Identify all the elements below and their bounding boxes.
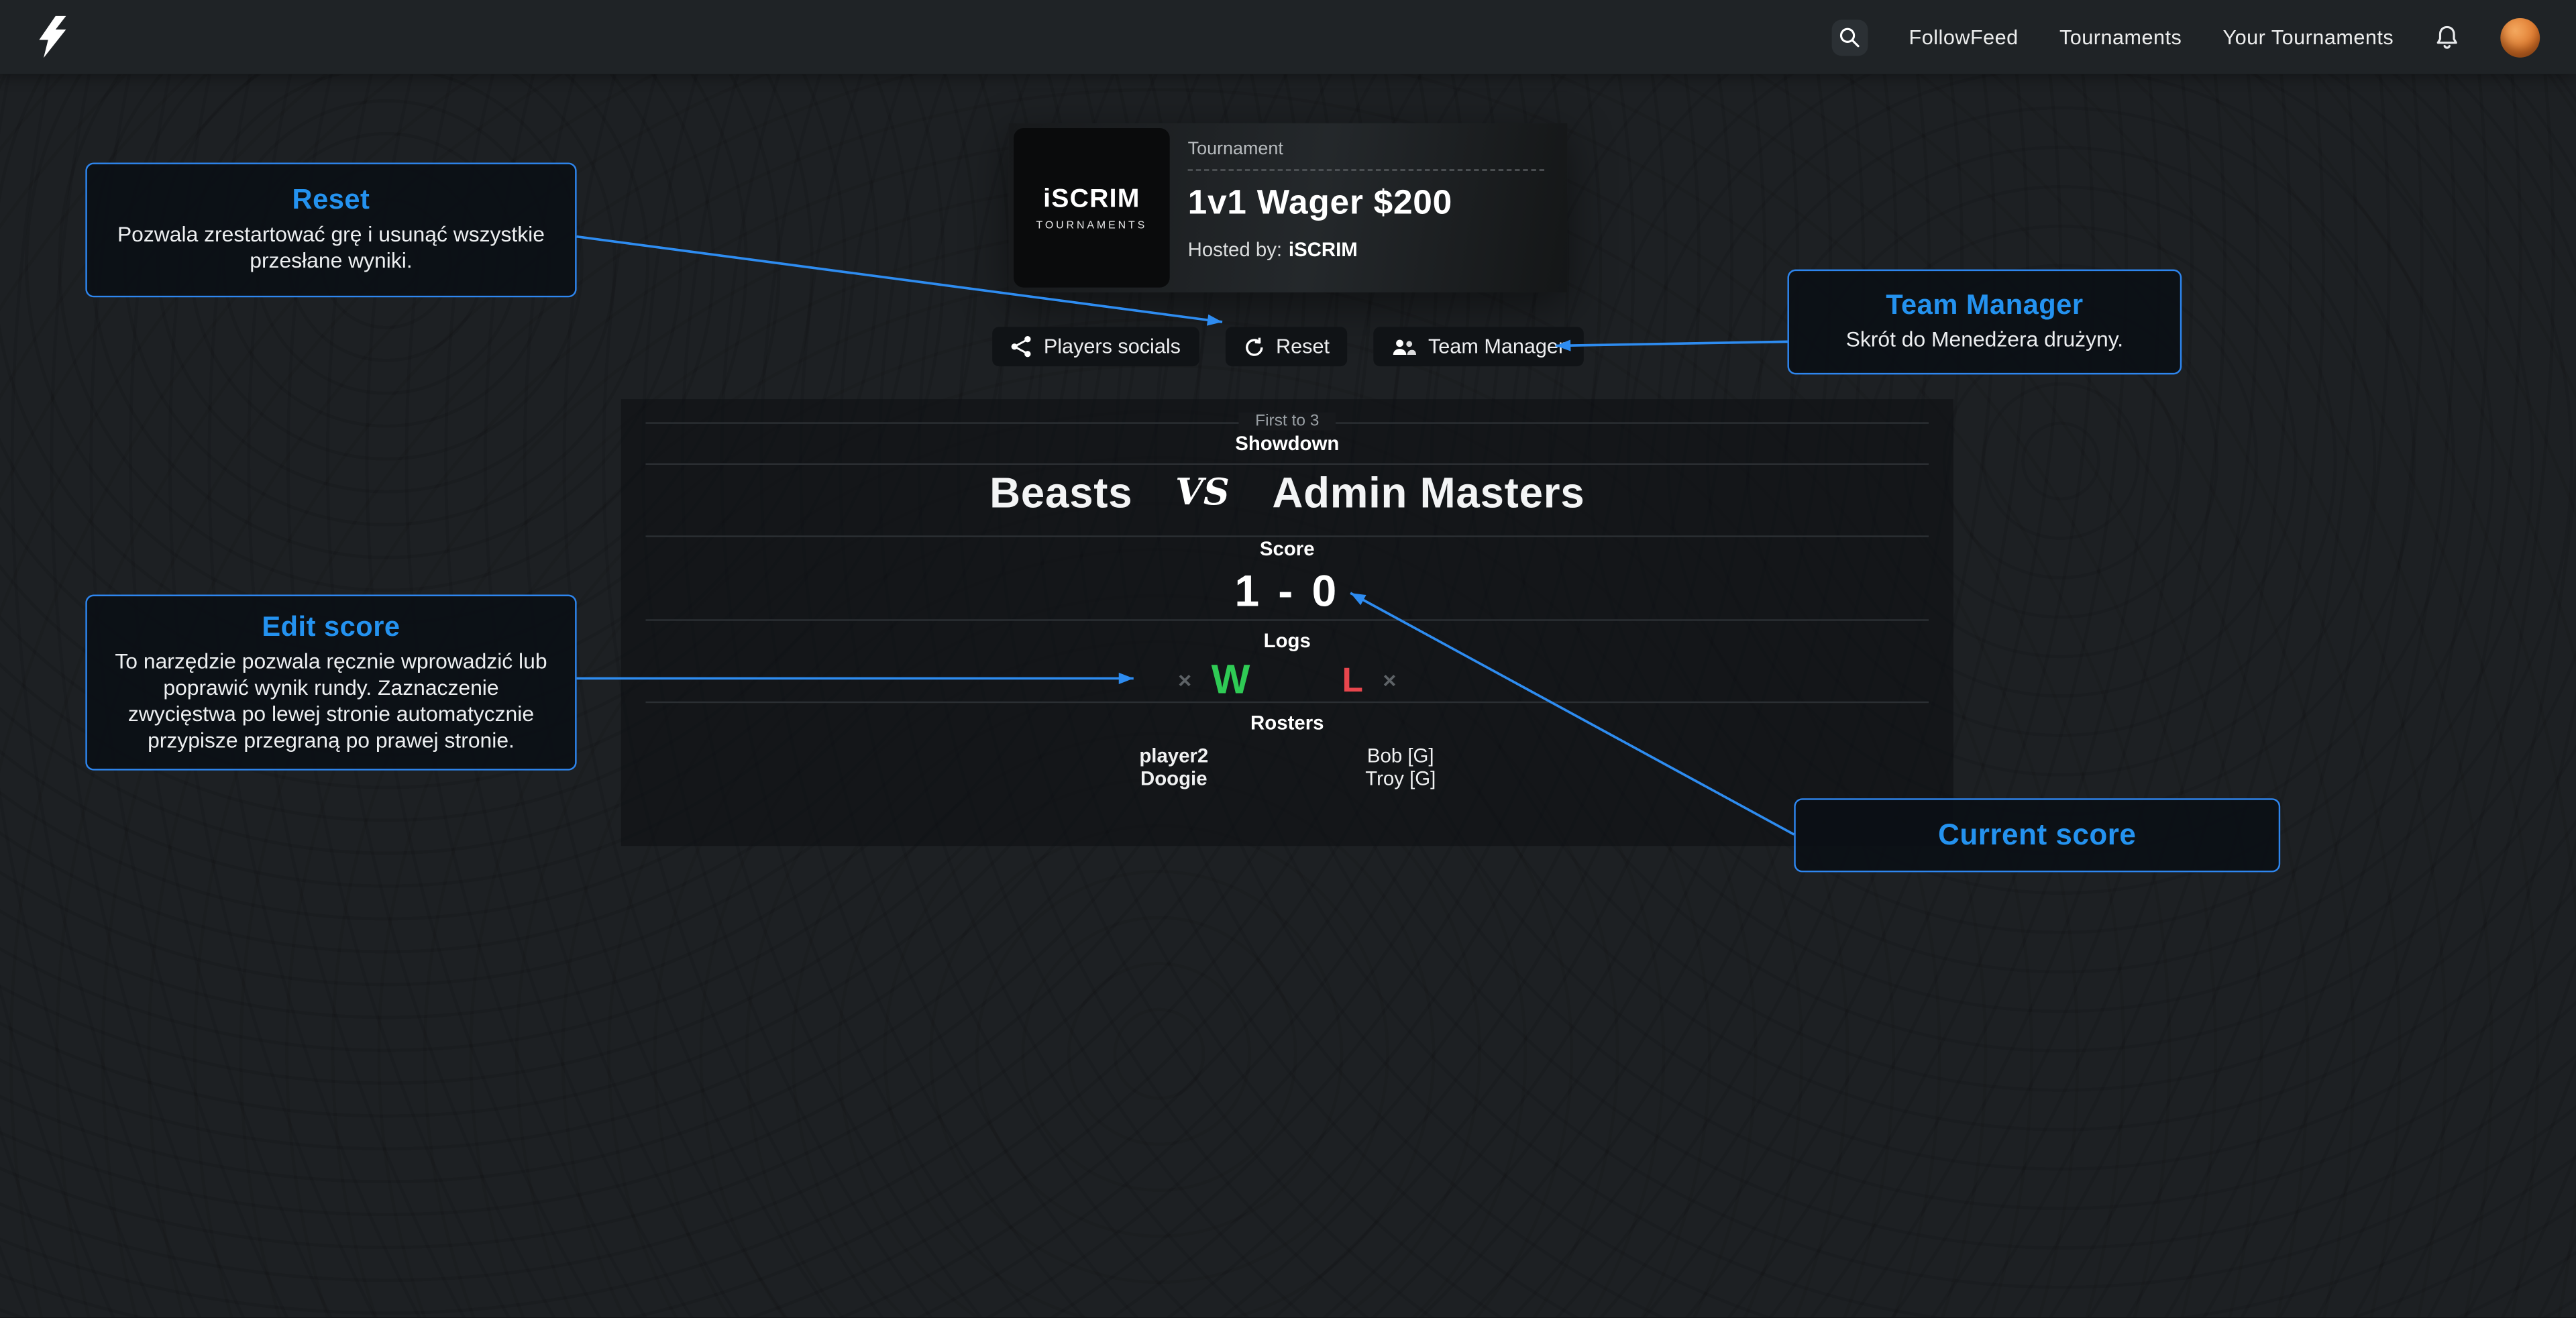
callout-team-manager-title: Team Manager xyxy=(1886,289,2084,321)
callout-edit-score-body: To narzędzie pozwala ręcznie wprowadzić … xyxy=(115,649,547,752)
divider xyxy=(645,535,1929,537)
tournament-logo: iSCRIM TOURNAMENTS xyxy=(1014,128,1170,288)
nav-item-tournaments[interactable]: Tournaments xyxy=(2059,25,2182,49)
logs-row: × W L × xyxy=(645,652,1929,708)
players-socials-label: Players socials xyxy=(1043,335,1181,358)
team-manager-icon xyxy=(1393,339,1417,354)
divider xyxy=(645,701,1929,704)
callout-reset: Reset Pozwala zrestartować grę i usunąć … xyxy=(85,162,577,298)
tournament-logo-text: iSCRIM xyxy=(1043,184,1140,213)
nav-right: FollowFeed Tournaments Your Tournaments xyxy=(1831,17,2540,57)
search-button[interactable] xyxy=(1831,19,1868,56)
logs-label: Logs xyxy=(1263,628,1311,653)
divider xyxy=(645,463,1929,465)
tournament-kicker: Tournament xyxy=(1187,140,1283,160)
teams-row: Beasts VS Admin Masters xyxy=(645,465,1929,520)
roster-player: Bob [G] xyxy=(1366,744,1434,767)
brand-logo[interactable] xyxy=(36,15,69,59)
callout-edit-score: Edit score To narzędzie pozwala ręcznie … xyxy=(85,594,577,771)
roster-right: Bob [G] Troy [G] xyxy=(1302,744,1499,790)
nav-item-your-tournaments[interactable]: Your Tournaments xyxy=(2222,25,2394,49)
team-manager-label: Team Manager xyxy=(1428,335,1566,358)
match-panel: First to 3 Showdown Beasts VS Admin Mast… xyxy=(621,399,1953,846)
match-format-divider: First to 3 xyxy=(645,404,1929,440)
roster-left: player2 Doogie xyxy=(1075,744,1273,790)
toolbar: Players socials Reset Team Manager xyxy=(0,327,2576,367)
score-label: Score xyxy=(1259,537,1315,561)
vs-label: VS xyxy=(1175,471,1230,514)
tournament-logo-subtext: TOURNAMENTS xyxy=(1036,219,1148,231)
hosted-by-label: Hosted by: xyxy=(1187,238,1283,262)
search-icon xyxy=(1840,28,1860,48)
callout-current-score: Current score xyxy=(1794,798,2281,873)
team-manager-button[interactable]: Team Manager xyxy=(1374,327,1584,367)
match-stage: Showdown xyxy=(1235,432,1340,455)
rosters: player2 Doogie Bob [G] Troy [G] xyxy=(645,744,1929,790)
reset-button[interactable]: Reset xyxy=(1225,327,1348,367)
roster-player: player2 xyxy=(1139,744,1209,767)
match-format: First to 3 xyxy=(1238,412,1336,431)
bell-icon xyxy=(2436,25,2457,48)
callout-team-manager: Team Manager Skrót do Menedżera drużyny. xyxy=(1787,269,2182,375)
tournament-info: Tournament 1v1 Wager $200 Hosted by:iSCR… xyxy=(1175,123,1567,292)
tournament-title: 1v1 Wager $200 xyxy=(1187,184,1452,222)
user-avatar[interactable] xyxy=(2500,17,2540,57)
roster-player: Troy [G] xyxy=(1365,766,1436,789)
players-socials-button[interactable]: Players socials xyxy=(992,327,1199,367)
reset-icon xyxy=(1245,337,1263,355)
reset-label: Reset xyxy=(1276,335,1330,358)
team-left-name: Beasts xyxy=(989,467,1133,517)
team-right-name: Admin Masters xyxy=(1272,467,1585,517)
top-nav: FollowFeed Tournaments Your Tournaments xyxy=(0,0,2576,74)
divider xyxy=(1187,169,1545,171)
roster-player: Doogie xyxy=(1140,766,1208,789)
log-slot-4[interactable]: × xyxy=(1383,667,1397,694)
callout-edit-score-title: Edit score xyxy=(262,611,400,643)
log-win[interactable]: W xyxy=(1211,656,1250,702)
players-socials-icon xyxy=(1012,336,1032,358)
log-slot-1[interactable]: × xyxy=(1178,667,1192,694)
divider xyxy=(645,619,1929,621)
current-score-value: 1 - 0 xyxy=(1234,566,1340,616)
tournament-host: Hosted by:iSCRIM xyxy=(1188,238,1544,261)
callout-team-manager-body: Skrót do Menedżera drużyny. xyxy=(1845,327,2124,352)
host-name: iSCRIM xyxy=(1288,238,1358,262)
rosters-label: Rosters xyxy=(1250,711,1324,734)
tournament-banner: iSCRIM TOURNAMENTS Tournament 1v1 Wager … xyxy=(1008,123,1568,292)
log-loss[interactable]: L xyxy=(1342,661,1363,700)
callout-reset-body: Pozwala zrestartować grę i usunąć wszyst… xyxy=(117,221,545,273)
callout-current-score-title: Current score xyxy=(1937,818,2137,851)
notifications-button[interactable] xyxy=(2434,24,2459,50)
nav-item-followfeed[interactable]: FollowFeed xyxy=(1909,25,2019,49)
brand-logo-icon xyxy=(39,15,66,58)
callout-reset-title: Reset xyxy=(292,184,370,215)
